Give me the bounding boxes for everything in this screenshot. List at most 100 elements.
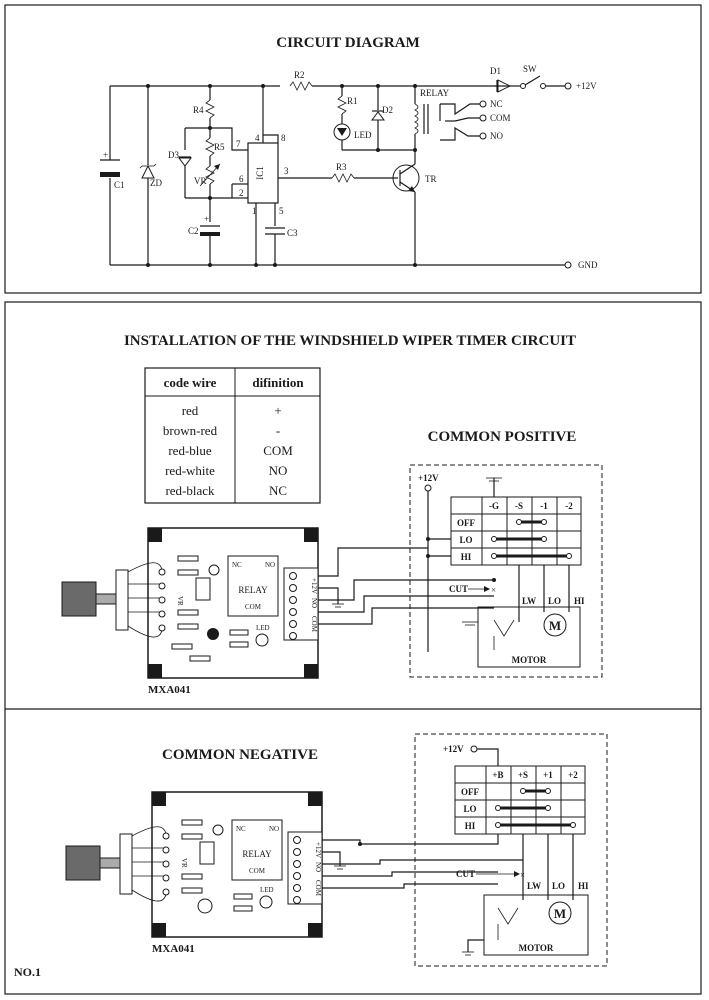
motor-label-positive: MOTOR <box>512 655 547 665</box>
svg-text:NC: NC <box>236 825 246 833</box>
svg-text:5: 5 <box>279 206 284 216</box>
plus12v-label: +12V <box>576 81 597 91</box>
svg-text:RELAY: RELAY <box>242 849 272 859</box>
svg-text:+12V: +12V <box>314 842 322 858</box>
board-relay-label: RELAY <box>238 585 268 595</box>
table-cell: NO <box>269 463 288 478</box>
lo-positive: LO <box>548 596 561 606</box>
svg-text:VR: VR <box>176 596 184 606</box>
table-cell: COM <box>263 443 293 458</box>
terminal-screws <box>289 572 297 640</box>
table-cell: red-blue <box>168 443 212 458</box>
circuit-diagram: CIRCUIT DIAGRAM + C1 ZD R4 7 <box>100 35 598 270</box>
common-positive-title: COMMON POSITIVE <box>428 429 577 445</box>
common-negative-title: COMMON NEGATIVE <box>162 747 318 763</box>
svg-text:OFF: OFF <box>457 518 475 528</box>
d1-label: D1 <box>490 66 501 76</box>
board-model-positive: MXA041 <box>148 684 191 696</box>
svg-text:-G: -G <box>489 501 499 511</box>
svg-text:7: 7 <box>236 139 241 149</box>
svg-text:NO: NO <box>314 862 322 872</box>
table-cell: + <box>274 403 281 418</box>
d2-label: D2 <box>382 105 393 115</box>
motor-box-positive <box>477 606 581 668</box>
table-cell: NC <box>269 483 287 498</box>
timer-board-negative: NC NO RELAY COM +12V NO COM LED VR <box>65 791 323 955</box>
c3-label: C3 <box>287 228 298 238</box>
d3-label: D3 <box>168 150 179 160</box>
svg-text:LO: LO <box>459 535 472 545</box>
svg-text:3: 3 <box>284 166 289 176</box>
svg-text:4: 4 <box>255 133 260 143</box>
circuit-title: CIRCUIT DIAGRAM <box>276 35 419 51</box>
svg-text:NO: NO <box>310 598 318 608</box>
table-cell: red-black <box>165 483 215 498</box>
table-cell: brown-red <box>163 423 218 438</box>
svg-text:COM: COM <box>310 616 318 633</box>
sw-label: SW <box>523 64 537 74</box>
r5-label: R5 <box>214 142 225 152</box>
relay-label: RELAY <box>420 88 450 98</box>
svg-text:NC: NC <box>232 561 242 569</box>
svg-text:VR: VR <box>180 858 188 868</box>
svg-text:+12V: +12V <box>310 578 318 594</box>
svg-text:2: 2 <box>239 188 244 198</box>
table-cell: red-white <box>165 463 215 478</box>
svg-text:COM: COM <box>314 880 322 897</box>
svg-text:+B: +B <box>492 770 503 780</box>
svg-text:×: × <box>491 585 496 595</box>
table-cell: - <box>276 423 280 438</box>
svg-text:M: M <box>554 906 566 921</box>
vr-label: VR <box>194 176 207 186</box>
svg-text:+S: +S <box>518 770 528 780</box>
svg-text:+2: +2 <box>568 770 578 780</box>
table-header-definition: difinition <box>252 375 304 390</box>
svg-text:-1: -1 <box>540 501 548 511</box>
c1-plus: + <box>103 150 108 160</box>
plus12v-positive: +12V <box>418 473 439 483</box>
installation-frame <box>4 301 702 995</box>
no-label: NO <box>490 131 503 141</box>
svg-text:8: 8 <box>281 133 286 143</box>
hi-positive: HI <box>574 596 585 606</box>
board-model-negative: MXA041 <box>152 943 195 955</box>
svg-text:M: M <box>549 618 561 633</box>
install-title: INSTALLATION OF THE WINDSHIELD WIPER TIM… <box>124 333 576 349</box>
ic1-label: IC1 <box>255 166 265 180</box>
switch-table-positive: -G -S -1 -2 OFF LO HI <box>450 496 582 566</box>
lw-positive: LW <box>522 596 536 606</box>
svg-text:LO: LO <box>463 804 476 814</box>
svg-text:NO: NO <box>265 561 275 569</box>
svg-text:LED: LED <box>256 624 270 632</box>
svg-text:NO: NO <box>269 825 279 833</box>
svg-text:OFF: OFF <box>461 787 479 797</box>
cut-label-positive: CUT <box>449 584 468 594</box>
com-label: COM <box>490 113 511 123</box>
c1-label: C1 <box>114 180 125 190</box>
table-cell: red <box>182 403 199 418</box>
hi-negative: HI <box>578 881 589 891</box>
svg-text:COM: COM <box>249 867 266 875</box>
svg-text:-S: -S <box>515 501 523 511</box>
timer-board-positive: NC NO RELAY COM +12V NO COM LED VR <box>61 527 319 696</box>
code-wire-table: code wire difinition red + brown-red - r… <box>144 367 321 504</box>
motor-icon <box>548 901 572 925</box>
led-label: LED <box>354 130 372 140</box>
svg-text:COM: COM <box>245 603 262 611</box>
c2-label: C2 <box>188 226 199 236</box>
motor-label-negative: MOTOR <box>519 943 554 953</box>
zd-label: ZD <box>150 178 162 188</box>
r1-label: R1 <box>347 96 358 106</box>
nc-label: NC <box>490 99 503 109</box>
page-number: NO.1 <box>14 965 41 979</box>
svg-text:+: + <box>204 214 209 224</box>
svg-text:-2: -2 <box>565 501 573 511</box>
svg-text:1: 1 <box>252 206 257 216</box>
vehicle-box-positive <box>409 464 603 678</box>
circuit-frame <box>4 4 702 294</box>
vehicle-box-negative <box>414 733 608 967</box>
svg-text:6: 6 <box>239 174 244 184</box>
svg-text:LED: LED <box>260 886 274 894</box>
gnd-label: GND <box>578 260 598 270</box>
